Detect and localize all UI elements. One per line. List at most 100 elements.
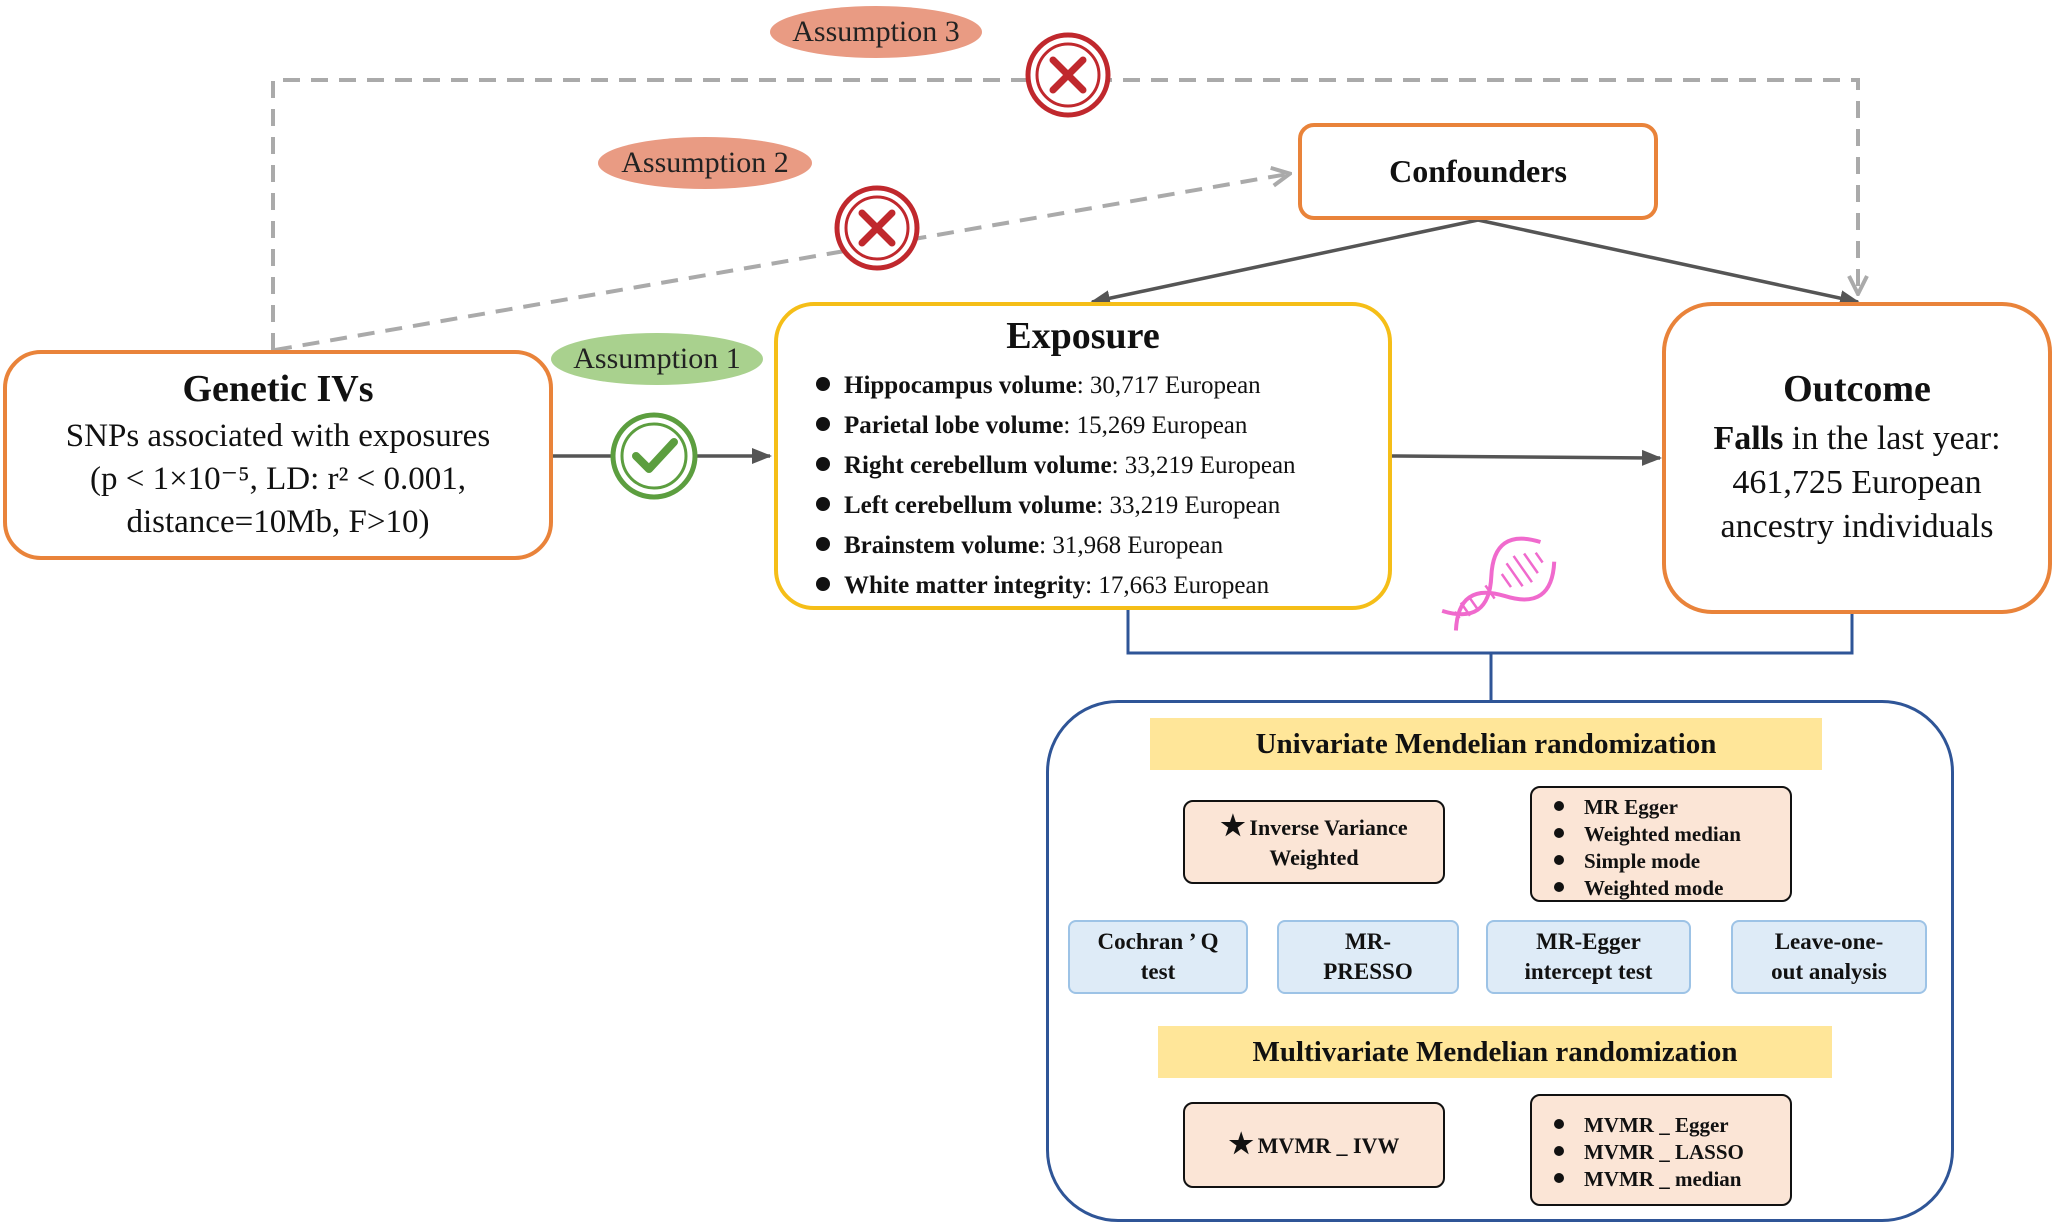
method-item: MR Egger [1554,794,1741,821]
bullet-icon [816,537,830,551]
exposure-item-value: : 33,219 European [1111,452,1296,479]
bullet-icon [1554,828,1564,838]
star-icon: ★ [1220,810,1246,842]
ivw-line1: ★Inverse Variance [1220,810,1408,843]
genetic-ivs-line1: SNPs associated with exposures [65,417,491,454]
outcome-line1: Falls in the last year: [1713,417,2000,461]
assumption2-pill: Assumption 2 [598,137,812,189]
test-box-leave-one-out: Leave-one-out analysis [1731,920,1927,994]
confounders-box: Confounders [1298,123,1658,220]
exposure-item-name: Right cerebellum volume [844,452,1112,479]
method-label: MVMR _ LASSO [1584,1140,1744,1164]
bullet-icon [816,457,830,471]
univariate-title: Univariate Mendelian randomization [1255,727,1717,760]
genetic-ivs-title: Genetic IVs [182,367,374,410]
bullet-icon [816,377,830,391]
assumption2-label: Assumption 2 [621,146,789,179]
exposure-list: Hippocampus volume: 30,717 European Pari… [816,366,1296,606]
test-box-cochran: Cochran ’ Q test [1068,920,1248,994]
ivw-box: ★Inverse Variance Weighted [1183,800,1445,884]
genetic-ivs-line3: distance=10Mb, F>10) [126,503,430,540]
method-label: Weighted mode [1584,876,1724,900]
method-label: Weighted median [1584,822,1741,846]
bullet-icon [1554,1173,1564,1183]
exposure-item-value: : 30,717 European [1076,372,1261,399]
test-line1: Cochran ’ Q [1097,929,1219,954]
exposure-item-value: : 15,269 European [1063,412,1248,439]
ivw-line1-text: Inverse Variance [1249,814,1408,840]
mvmr-ivw-text: MVMR _ IVW [1257,1132,1400,1158]
outcome-falls: Falls [1713,420,1784,457]
outcome-line2: 461,725 European [1732,464,1982,501]
genetic-ivs-box: Genetic IVs SNPs associated with exposur… [3,350,553,560]
exposure-item-name: Left cerebellum volume [844,492,1097,519]
bullet-icon [1554,882,1564,892]
exposure-item: Parietal lobe volume: 15,269 European [816,406,1296,446]
assumption3-pill: Assumption 3 [770,6,982,58]
assumption1-pill: Assumption 1 [551,333,763,385]
test-line2: PRESSO [1323,959,1413,984]
method-item: Weighted median [1554,821,1741,848]
exposure-item-name: White matter integrity [844,572,1086,599]
test-line1: Leave-one- [1774,929,1884,954]
confounders-label: Confounders [1389,153,1567,189]
bullet-icon [1554,1119,1564,1129]
exposure-box: Exposure Hippocampus volume: 30,717 Euro… [774,302,1392,610]
method-item: MVMR _ median [1554,1166,1744,1193]
confounders-to-outcome-arrow [1477,218,1860,307]
exposure-item-value: : 17,663 European [1085,572,1270,599]
method-item: MVMR _ LASSO [1554,1139,1744,1166]
analysis-bracket-connector [1126,610,1854,700]
assumption3-label: Assumption 3 [792,15,960,48]
exposure-item-name: Brainstem volume [844,532,1040,559]
outcome-box: Outcome Falls in the last year: 461,725 … [1662,302,2052,614]
univariate-title-band: Univariate Mendelian randomization [1150,718,1822,770]
star-icon: ★ [1228,1128,1254,1160]
exposure-item: Hippocampus volume: 30,717 European [816,366,1296,406]
method-label: Simple mode [1584,849,1701,873]
test-line2: out analysis [1771,959,1887,984]
ivw-line2: Weighted [1269,844,1359,870]
multivariate-title-band: Multivariate Mendelian randomization [1158,1026,1832,1078]
method-item: Weighted mode [1554,875,1741,902]
test-line1: MR- [1345,929,1391,954]
outcome-line3: ancestry individuals [1720,508,1994,545]
method-label: MR Egger [1584,795,1678,819]
exposure-item-name: Parietal lobe volume [844,412,1064,439]
bullet-icon [1554,855,1564,865]
dna-icon [1441,536,1557,631]
assumption1-label: Assumption 1 [573,342,741,375]
mvmr-ivw-line: ★MVMR _ IVW [1228,1128,1400,1161]
genetic-ivs-line2: (p < 1×10⁻⁵, LD: r² < 0.001, [89,460,467,497]
test-box-mr-presso: MR- PRESSO [1277,920,1459,994]
cross-icon [1025,32,1111,118]
test-line2: test [1140,959,1176,984]
check-icon [610,412,698,500]
univariate-methods-list: MR Egger Weighted median Simple mode Wei… [1554,794,1741,902]
multivariate-title: Multivariate Mendelian randomization [1252,1035,1738,1068]
mvmr-ivw-box: ★MVMR _ IVW [1183,1102,1445,1188]
univariate-methods-box: MR Egger Weighted median Simple mode Wei… [1530,786,1792,902]
bullet-icon [816,577,830,591]
exposure-item-value: : 31,968 European [1039,532,1224,559]
bullet-icon [816,417,830,431]
exposure-item: Left cerebellum volume: 33,219 European [816,486,1296,526]
exposure-item: Brainstem volume: 31,968 European [816,526,1296,566]
exposure-item: White matter integrity: 17,663 European [816,566,1296,606]
exposure-title: Exposure [1006,315,1160,357]
cross-icon [834,185,920,271]
exposure-item-value: : 33,219 European [1096,492,1281,519]
outcome-title: Outcome [1783,368,1931,410]
method-label: MVMR _ median [1584,1167,1742,1191]
exposure-to-outcome-arrow [1391,449,1662,466]
bullet-icon [1554,1146,1564,1156]
exposure-item: Right cerebellum volume: 33,219 European [816,446,1296,486]
assumption2-dashed-arrow [274,174,1288,352]
outcome-line1-rest: in the last year: [1783,420,2001,457]
test-line1: MR-Egger [1536,929,1641,954]
exposure-item-name: Hippocampus volume [844,372,1077,399]
confounders-to-exposure-arrow [1090,218,1479,307]
